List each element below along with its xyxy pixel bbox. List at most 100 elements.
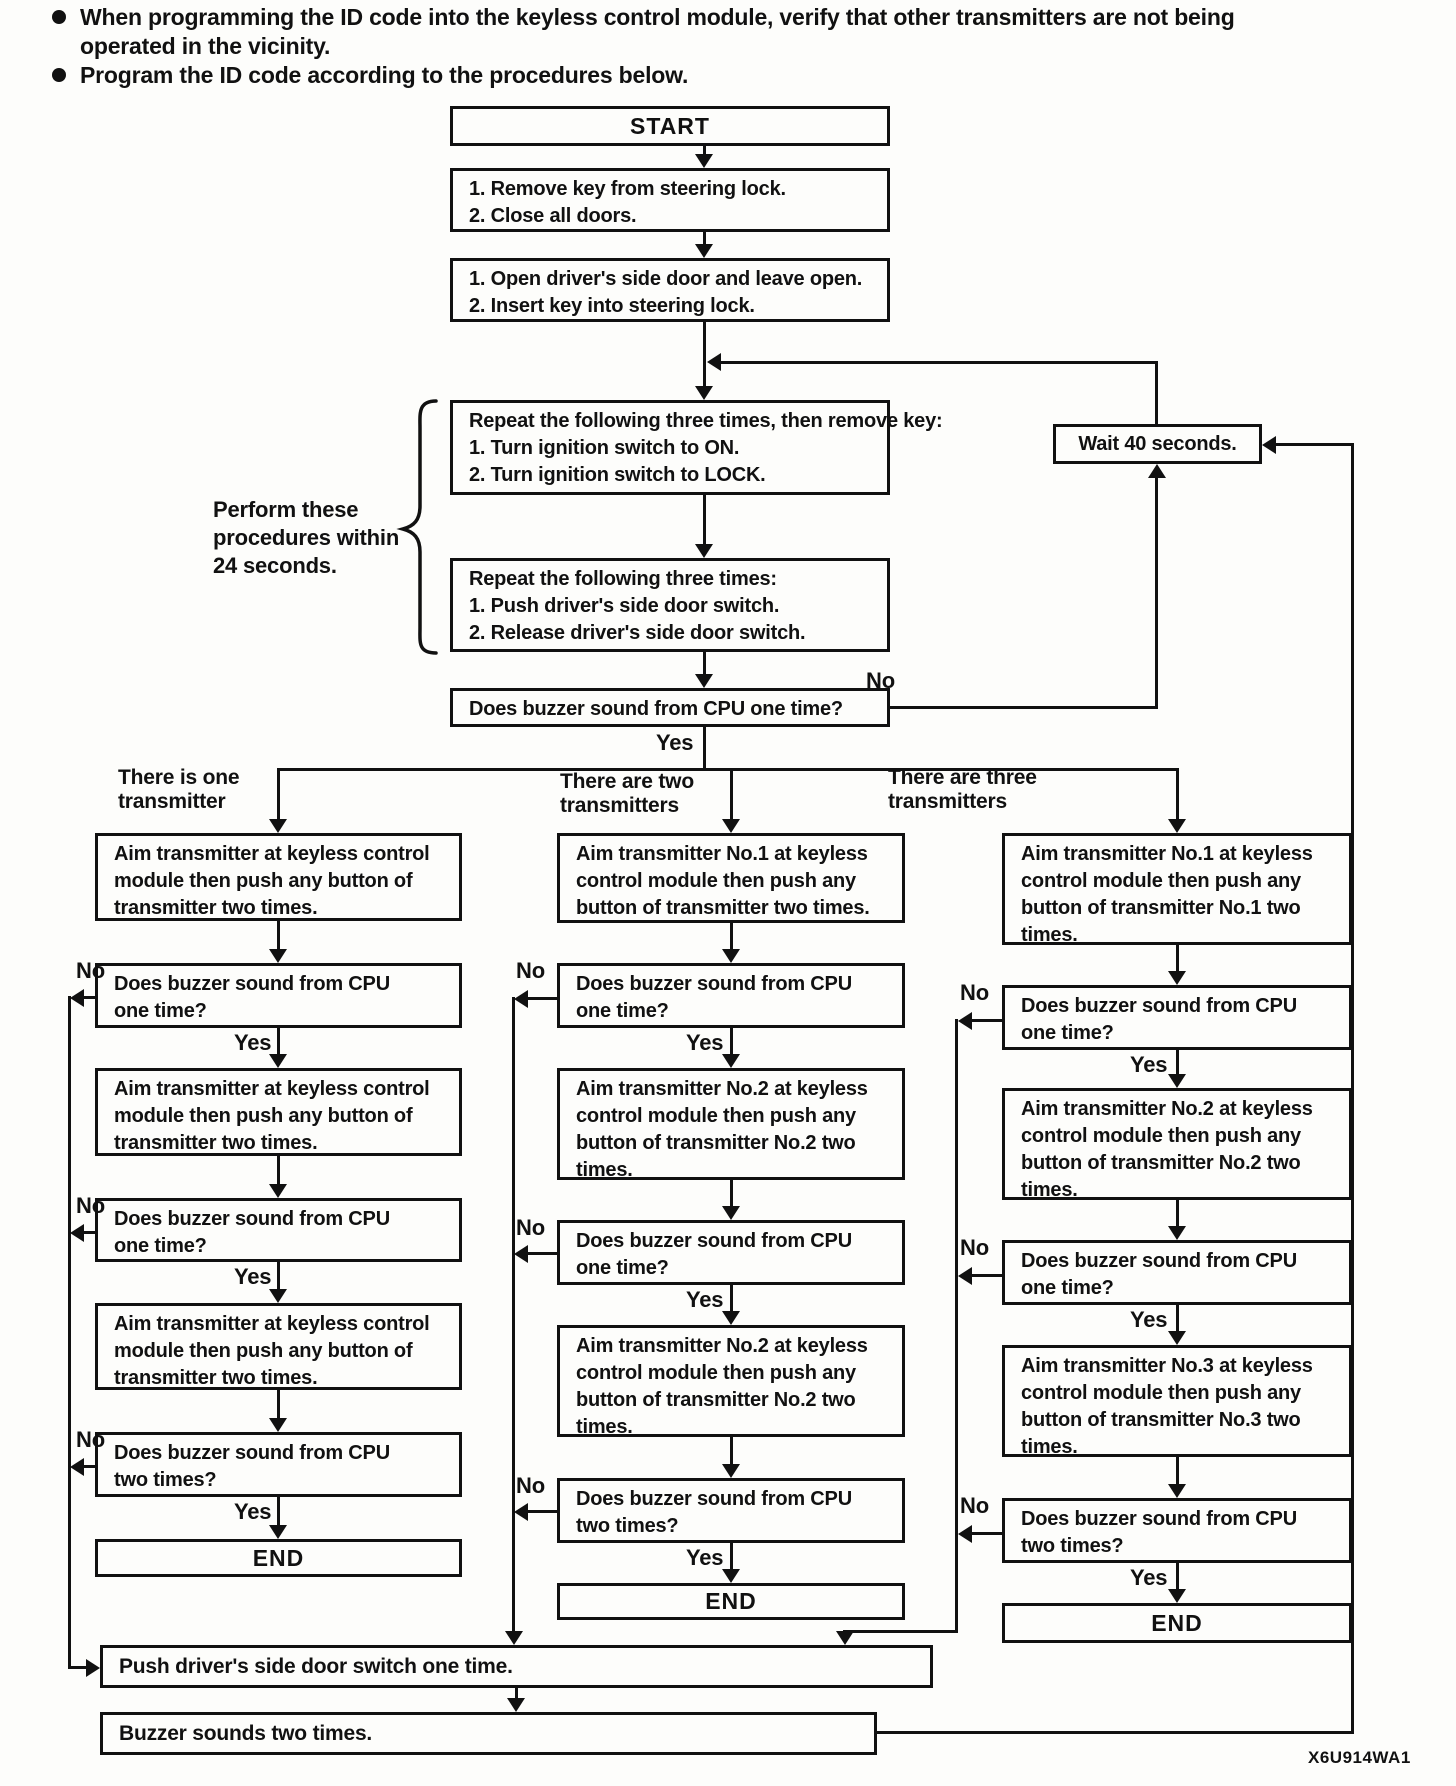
connector-line-22 (84, 1465, 95, 1468)
header-one-transmitter-line-2: transmitter (118, 790, 226, 813)
connector-line-32 (730, 1437, 733, 1465)
open-door-box-line-2: 2. Insert key into steering lock. (469, 295, 755, 317)
connector-line-28 (730, 1028, 733, 1055)
col3-aim-1-line-3: button of transmitter No.1 two (1021, 897, 1301, 919)
col3-aim-1-line-4: times. (1021, 924, 1078, 946)
col2-question-1-line-1: Does buzzer sound from CPU (576, 973, 852, 995)
col3-end-box: END (1002, 1603, 1352, 1643)
arrowhead-down-34 (1168, 1074, 1186, 1088)
arrowhead-down-37 (1168, 1331, 1186, 1345)
col1-aim-2-line-1: Aim transmitter at keyless control (114, 1078, 430, 1100)
col3-end-box-line-1: END (1151, 1609, 1203, 1636)
arrowhead-down-30 (722, 1569, 740, 1583)
connector-line-31 (730, 1285, 733, 1312)
col1-aim-3-line-2: module then push any button of (114, 1340, 413, 1362)
col1-end-box: END (95, 1539, 462, 1577)
connector-line-18 (277, 1156, 280, 1185)
connector-line-1 (703, 146, 706, 158)
header-two-transmitters-line-2: transmitters (560, 794, 679, 817)
wait-40-seconds-box: Wait 40 seconds. (1053, 424, 1262, 464)
col1-yes-2: Yes (234, 1264, 272, 1289)
connector-line-45 (955, 1019, 958, 1633)
connector-line-20 (277, 1262, 280, 1290)
col3-question-3-line-2: two times? (1021, 1535, 1124, 1557)
col2-yes-3: Yes (686, 1545, 724, 1570)
col2-question-3-line-2: two times? (576, 1515, 679, 1537)
arrowhead-left-19 (70, 1458, 84, 1476)
arrowhead-down-28 (722, 1464, 740, 1478)
col3-question-3-line-1: Does buzzer sound from CPU (1021, 1508, 1297, 1530)
perform-brace (396, 399, 438, 655)
col1-no-1: No (76, 958, 105, 983)
connector-line-47 (515, 1688, 518, 1699)
arrowhead-down-14 (269, 1054, 287, 1068)
arrowhead-left-16 (70, 1224, 84, 1242)
arrowhead-up-7 (1148, 464, 1166, 478)
arrowhead-down-2 (695, 244, 713, 258)
repeat-ignition-box-line-1: Repeat the following three times, then r… (469, 410, 943, 432)
col3-no-1: No (960, 980, 989, 1005)
col1-yes-3: Yes (234, 1499, 272, 1524)
connector-line-6 (703, 727, 706, 768)
arrowhead-down-25 (722, 1206, 740, 1220)
col1-end-box-line-1: END (252, 1544, 305, 1571)
col3-aim-2-line-2: control module then push any (1021, 1125, 1301, 1147)
col3-aim-1-line-1: Aim transmitter No.1 at keyless (1021, 843, 1313, 865)
connector-line-37 (972, 1019, 1002, 1022)
arrowhead-left-36 (958, 1267, 972, 1285)
note-bullet-2: Program the ID code according to the pro… (80, 62, 689, 88)
connector-line-21 (277, 1390, 280, 1419)
header-two-transmitters-line-1: There are two (560, 770, 694, 793)
col3-aim-3-line-2: control module then push any (1021, 1382, 1301, 1404)
col2-question-2-line-2: one time? (576, 1257, 669, 1279)
col2-yes-1: Yes (686, 1030, 724, 1055)
col1-no-2: No (76, 1193, 105, 1218)
col2-aim-3-line-1: Aim transmitter No.2 at keyless (576, 1335, 868, 1357)
arrowhead-right-21 (86, 1659, 100, 1677)
repeat-ignition-box-line-3: 2. Turn ignition switch to LOCK. (469, 464, 766, 486)
repeat-door-switch-box-line-1: Repeat the following three times: (469, 568, 777, 590)
buzzer-question-main-line-1: Does buzzer sound from CPU one time? (469, 698, 843, 720)
col1-aim-1-line-2: module then push any button of (114, 870, 413, 892)
connector-line-25 (68, 1666, 86, 1669)
push-door-switch-box-line-1: Push driver's side door switch one time. (119, 1655, 513, 1678)
open-door-box: 1. Open driver's side door and leave ope… (450, 258, 890, 322)
col1-aim-2-line-3: transmitter two times. (114, 1132, 318, 1154)
col2-aim-2-line-1: Aim transmitter No.2 at keyless (576, 1078, 868, 1100)
connector-line-43 (972, 1532, 1002, 1535)
col2-aim-1-line-2: control module then push any (576, 870, 856, 892)
connector-line-33 (528, 1510, 557, 1513)
arrowhead-down-38 (1168, 1484, 1186, 1498)
col2-no-1: No (516, 958, 545, 983)
arrowhead-down-1 (695, 154, 713, 168)
col3-question-3: Does buzzer sound from CPU two times? (1002, 1498, 1352, 1563)
push-door-switch-box: Push driver's side door switch one time. (100, 1645, 933, 1688)
arrowhead-left-33 (958, 1012, 972, 1030)
connector-line-50 (1276, 443, 1354, 446)
connector-line-36 (1176, 945, 1179, 972)
remove-key-box-line-2: 2. Close all doors. (469, 205, 637, 227)
connector-line-8 (1155, 361, 1158, 424)
arrowhead-left-4 (707, 353, 721, 371)
col1-aim-2-line-2: module then push any button of (114, 1105, 413, 1127)
connector-line-42 (1176, 1457, 1179, 1485)
wait-40-seconds-box-line-1: Wait 40 seconds. (1078, 432, 1237, 455)
connector-line-35 (512, 997, 515, 1633)
arrowhead-down-22 (722, 949, 740, 963)
connector-line-16 (84, 996, 95, 999)
col2-yes-2: Yes (686, 1287, 724, 1312)
connector-line-44 (1176, 1563, 1179, 1590)
connector-line-5 (703, 652, 706, 678)
col1-yes-1: Yes (234, 1030, 272, 1055)
connector-line-40 (972, 1274, 1002, 1277)
connector-line-13 (730, 771, 733, 820)
connector-line-3 (703, 322, 706, 390)
